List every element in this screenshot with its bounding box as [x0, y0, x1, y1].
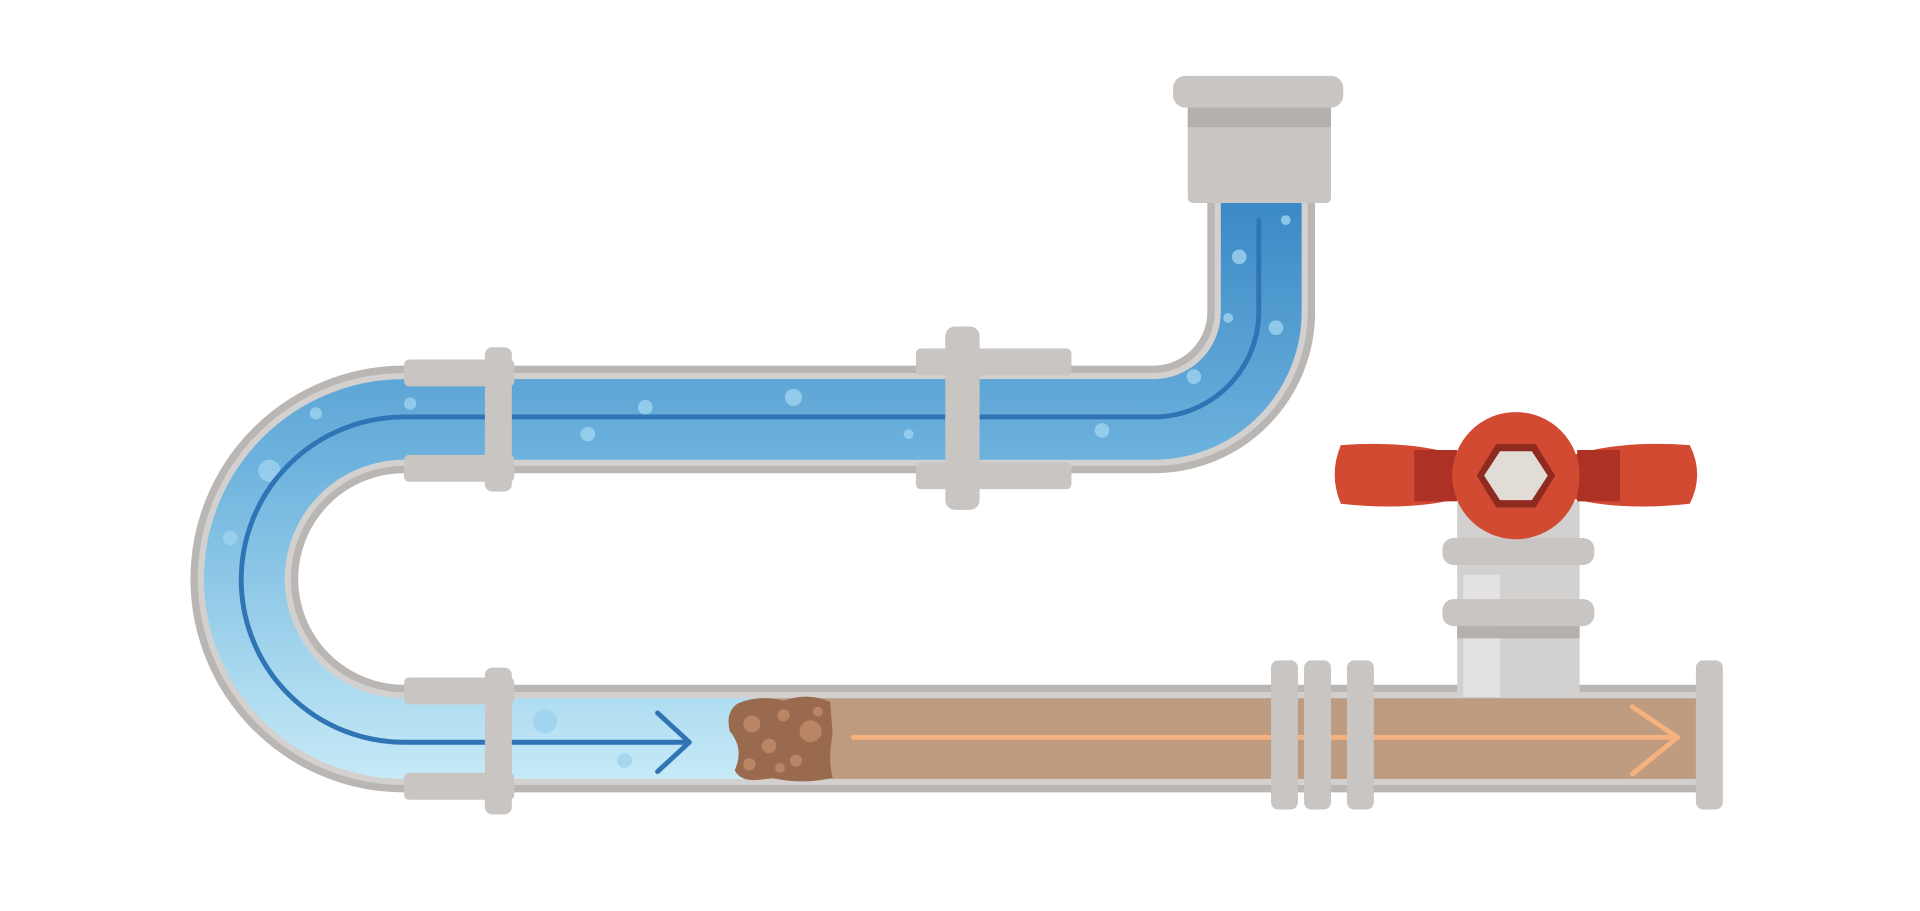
- clog-spots: [743, 706, 823, 773]
- coupling-upper-left: [404, 347, 515, 492]
- coupling-lower-left: [404, 667, 515, 815]
- coupling-upper-right: [915, 326, 1072, 510]
- arrowhead-orange-icon: [1629, 704, 1680, 777]
- valve-handle[interactable]: [1334, 412, 1698, 540]
- coupling-lower-right: [1271, 660, 1374, 810]
- top-cap-fitting: [1173, 75, 1344, 203]
- pipe-end-cap: [1695, 660, 1723, 810]
- flow-arrow-blue: [238, 217, 1262, 745]
- arrowhead-blue-icon: [655, 710, 692, 775]
